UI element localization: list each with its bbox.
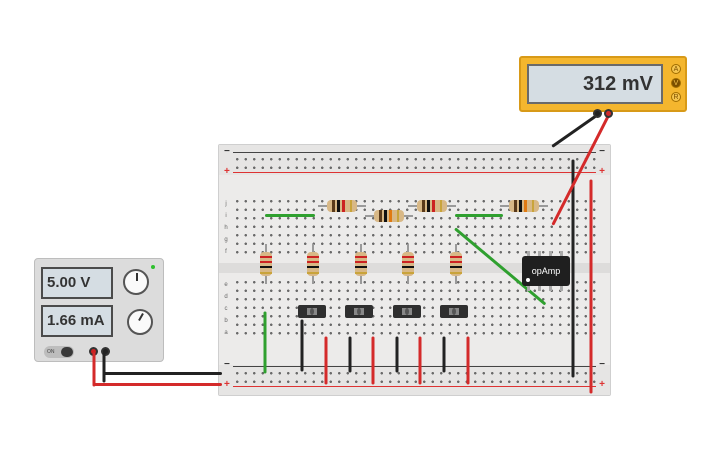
black-lead-3[interactable]	[395, 336, 399, 373]
voltage-knob[interactable]	[123, 269, 149, 295]
slide-switch-2[interactable]	[345, 305, 373, 318]
row-label-f: f	[225, 249, 227, 255]
opamp-pin	[527, 251, 530, 257]
top-neg-sign: −	[224, 146, 230, 157]
resistor-h-1[interactable]	[318, 199, 366, 213]
bottom-neg-sign: −	[224, 359, 230, 370]
row-label-c: c	[224, 306, 228, 312]
opamp-pin	[527, 285, 530, 291]
row-label-j: j	[225, 201, 227, 207]
red-wire-right[interactable]	[589, 179, 593, 394]
bottom-pos-sign: +	[224, 379, 230, 390]
green-wire-vertical[interactable]	[263, 311, 267, 374]
psu-red-lead-down[interactable]	[92, 352, 96, 387]
center-channel	[219, 263, 610, 273]
resistor-v-5[interactable]	[449, 244, 463, 284]
mode-ammeter-button[interactable]: A	[671, 64, 681, 74]
slide-switch-3[interactable]	[393, 305, 421, 318]
opamp-label: opAmp	[531, 266, 561, 276]
row-label-b: b	[224, 318, 228, 324]
psu-negative-terminal[interactable]	[101, 347, 110, 356]
multimeter-display: 312 mV	[527, 64, 663, 104]
power-switch-label: ON	[47, 349, 55, 355]
slide-switch-1[interactable]	[298, 305, 326, 318]
meter-v-terminal[interactable]	[604, 109, 613, 118]
multimeter[interactable]: 312 mV A V R	[519, 56, 687, 112]
mode-ohmmeter-button[interactable]: R	[671, 92, 681, 102]
resistor-v-2[interactable]	[306, 244, 320, 284]
resistor-v-4[interactable]	[401, 244, 415, 284]
bottom-negative-line	[233, 366, 596, 367]
psu-black-lead-down[interactable]	[102, 352, 106, 383]
top-negative-line	[233, 152, 596, 153]
green-wire-1[interactable]	[265, 214, 315, 217]
power-switch-toggle[interactable]	[61, 347, 73, 357]
bottom-positive-line	[233, 386, 596, 387]
row-label-d: d	[224, 294, 228, 300]
resistor-v-3[interactable]	[354, 244, 368, 284]
power-led	[151, 265, 155, 269]
row-label-a: a	[224, 330, 228, 336]
row-label-g: g	[224, 237, 228, 243]
resistor-h-2[interactable]	[365, 209, 413, 223]
opamp-chip[interactable]: opAmp	[522, 256, 570, 286]
top-pos-sign-right: +	[599, 166, 605, 177]
red-lead-4[interactable]	[466, 336, 470, 385]
bottom-rail-holes[interactable]	[233, 369, 597, 384]
black-lead-1[interactable]	[300, 319, 304, 372]
row-label-i: i	[225, 213, 227, 219]
opamp-pin1-marker	[526, 278, 530, 282]
top-positive-line	[233, 172, 596, 173]
resistor-h-3[interactable]	[408, 199, 456, 213]
opamp-pin	[560, 285, 563, 291]
row-label-e: e	[224, 282, 228, 288]
top-neg-sign-right: −	[599, 146, 605, 157]
opamp-pin	[549, 251, 552, 257]
black-lead-4[interactable]	[442, 336, 446, 373]
current-display: 1.66 mA	[41, 305, 113, 337]
mode-voltmeter-button[interactable]: V	[671, 78, 681, 88]
black-wire-right[interactable]	[571, 159, 575, 378]
bottom-neg-sign-right: −	[599, 359, 605, 370]
meter-com-terminal[interactable]	[593, 109, 602, 118]
red-lead-3[interactable]	[418, 336, 422, 385]
top-rail-holes[interactable]	[233, 155, 597, 170]
opamp-pin	[560, 251, 563, 257]
opamp-pin	[549, 285, 552, 291]
opamp-pin	[538, 285, 541, 291]
resistor-v-1[interactable]	[259, 244, 273, 284]
black-lead-2[interactable]	[348, 336, 352, 373]
bottom-pos-sign-right: +	[599, 379, 605, 390]
power-supply[interactable]: 5.00 V 1.66 mA ON	[34, 258, 164, 362]
red-lead-2[interactable]	[371, 336, 375, 385]
green-wire-2[interactable]	[455, 214, 503, 217]
resistor-h-4[interactable]	[500, 199, 548, 213]
top-pos-sign: +	[224, 166, 230, 177]
psu-red-lead[interactable]	[94, 383, 222, 386]
slide-switch-4[interactable]	[440, 305, 468, 318]
psu-black-lead[interactable]	[104, 372, 222, 375]
red-lead-1[interactable]	[324, 336, 328, 385]
voltage-display: 5.00 V	[41, 267, 113, 299]
current-knob[interactable]	[127, 309, 153, 335]
row-label-h: h	[224, 225, 228, 231]
opamp-pin	[538, 251, 541, 257]
power-switch[interactable]: ON	[44, 346, 74, 358]
